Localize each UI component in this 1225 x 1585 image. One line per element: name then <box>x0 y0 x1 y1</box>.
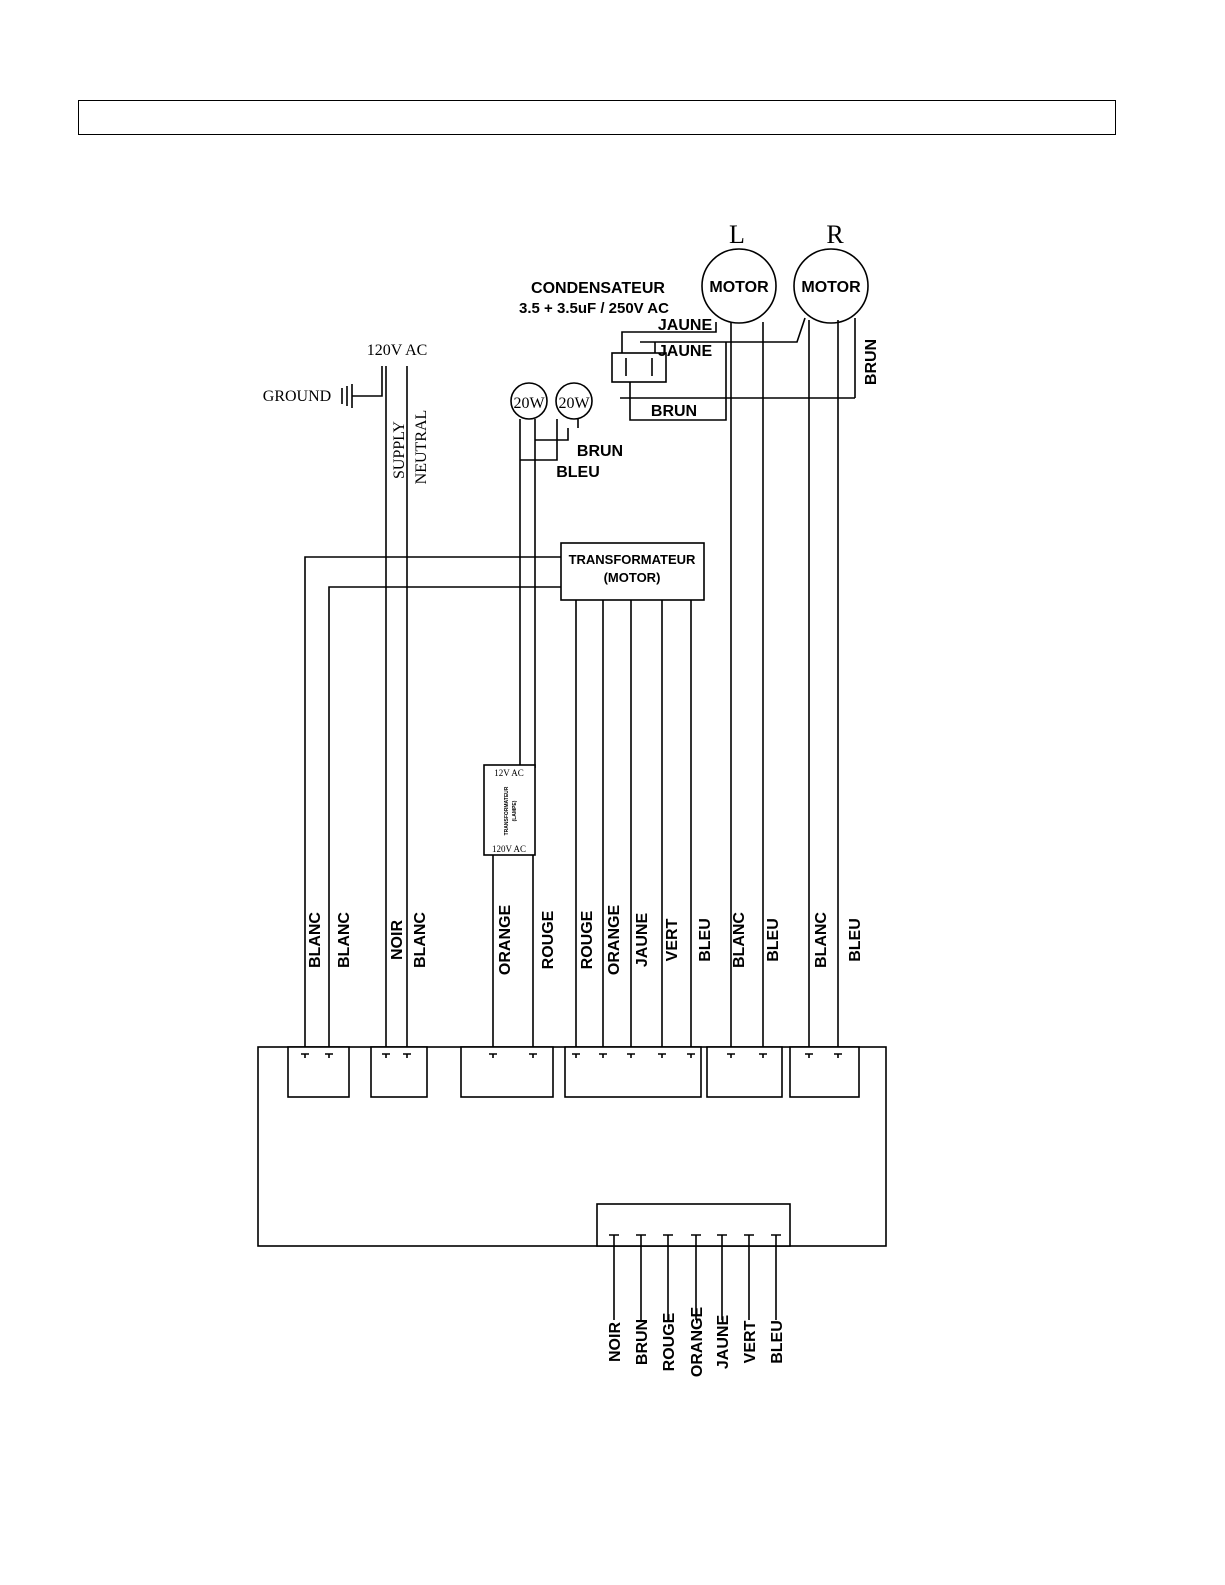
upper-wire-label: ORANGE <box>606 905 623 976</box>
upper-wire-label: BLEU <box>765 918 782 962</box>
motor-transformer-line1: TRANSFORMATEUR <box>569 552 696 567</box>
capacitor-wire-jaune-1: JAUNE <box>658 317 713 334</box>
terminal-pin <box>529 1053 537 1058</box>
right-motor: MOTOR R <box>793 220 869 324</box>
upper-wire-label: BLANC <box>336 912 353 968</box>
left-motor-side: L <box>729 220 745 249</box>
lower-wire <box>663 1234 673 1320</box>
upper-wire-label: NOIR <box>389 920 406 960</box>
terminal-pin <box>382 1053 390 1058</box>
lamp-1-label: 20W <box>513 395 545 412</box>
terminal-pin <box>658 1053 666 1058</box>
lower-wire-label: ROUGE <box>661 1312 678 1371</box>
lower-wires <box>609 1234 781 1320</box>
lower-wire-label: BRUN <box>634 1319 651 1365</box>
upper-wire-label: ROUGE <box>579 910 596 969</box>
right-motor-wire-brun: BRUN <box>863 339 880 385</box>
lower-wire <box>636 1234 646 1320</box>
motor-wires <box>640 317 856 1054</box>
power-supply: 120V AC GROUND SUPPLY NEUTRAL <box>263 342 430 1054</box>
upper-wire-label: VERT <box>664 918 681 961</box>
lower-wire <box>744 1234 754 1320</box>
motor-transformer: TRANSFORMATEUR (MOTOR) <box>304 542 705 1054</box>
left-motor-label: MOTOR <box>709 279 769 296</box>
lower-wire <box>609 1234 619 1320</box>
header-box <box>78 100 1116 135</box>
upper-wire-label: BLANC <box>412 912 429 968</box>
right-motor-label: MOTOR <box>801 279 861 296</box>
upper-wire-labels: BLANC BLANC NOIR BLANC ORANGE ROUGE ROUGE ORANG… <box>307 905 864 976</box>
supply-voltage: 120V AC <box>367 342 428 359</box>
lower-wire-label: VERT <box>742 1320 759 1363</box>
terminal-pin <box>489 1053 497 1058</box>
terminal-pin <box>687 1053 695 1058</box>
terminal-pin <box>759 1053 767 1058</box>
supply-label: SUPPLY <box>391 421 408 479</box>
terminal-pin <box>599 1053 607 1058</box>
upper-wire-label: ORANGE <box>497 905 514 976</box>
lower-wire-labels: NOIR BRUN ROUGE ORANGE JAUNE VERT BLEU <box>607 1307 786 1378</box>
control-board <box>257 1046 887 1247</box>
lower-wire-label: BLEU <box>769 1320 786 1364</box>
right-motor-side: R <box>826 220 844 249</box>
terminal-pin <box>727 1053 735 1058</box>
capacitor-rating: 3.5 + 3.5uF / 250V AC <box>519 300 669 317</box>
lamp-wire-brun: BRUN <box>577 443 623 460</box>
lower-wire <box>771 1234 781 1320</box>
upper-wire-label: BLEU <box>847 918 864 962</box>
lower-wire-label: ORANGE <box>689 1307 706 1378</box>
upper-wire-label: JAUNE <box>634 913 651 968</box>
ground-label: GROUND <box>263 388 331 405</box>
lower-wire <box>691 1234 701 1320</box>
terminal-pin <box>834 1053 842 1058</box>
capacitor-wire-jaune-2: JAUNE <box>658 343 713 360</box>
capacitor-title: CONDENSATEUR <box>531 280 665 297</box>
lamp-2-label: 20W <box>558 395 590 412</box>
lamp-transformer-sub: (LAMPE) <box>512 800 518 821</box>
lamps: 20W 20W BRUN BLEU <box>510 382 623 768</box>
terminal-pin <box>325 1053 333 1058</box>
capacitor: CONDENSATEUR 3.5 + 3.5uF / 250V AC JAUNE… <box>519 280 880 421</box>
terminal-pin <box>403 1053 411 1058</box>
upper-wire-label: BLANC <box>307 912 324 968</box>
motor-transformer-line2: (MOTOR) <box>604 570 661 585</box>
lamp-transformer-bottom: 120V AC <box>492 844 526 854</box>
lamp-transformer-top: 12V AC <box>494 768 524 778</box>
lamp-wire-bleu: BLEU <box>556 464 600 481</box>
capacitor-wire-brun: BRUN <box>651 403 697 420</box>
terminal-pin <box>805 1053 813 1058</box>
terminal-pin <box>572 1053 580 1058</box>
lower-wire-label: NOIR <box>607 1322 624 1362</box>
lamp-transformer-name: TRANSFORMATEUR <box>504 786 510 835</box>
lamp-transformer: 12V AC 120V AC TRANSFORMATEUR (LAMPE) <box>483 764 536 1054</box>
lower-wire <box>717 1234 727 1320</box>
terminal-pin <box>627 1053 635 1058</box>
terminal-pin <box>301 1053 309 1058</box>
upper-wire-label: BLANC <box>731 912 748 968</box>
upper-wire-label: BLEU <box>697 918 714 962</box>
lower-wire-label: JAUNE <box>715 1315 732 1370</box>
upper-wire-label: BLANC <box>813 912 830 968</box>
left-motor: MOTOR L <box>701 220 777 324</box>
neutral-label: NEUTRAL <box>413 410 430 485</box>
upper-wire-label: ROUGE <box>540 910 557 969</box>
